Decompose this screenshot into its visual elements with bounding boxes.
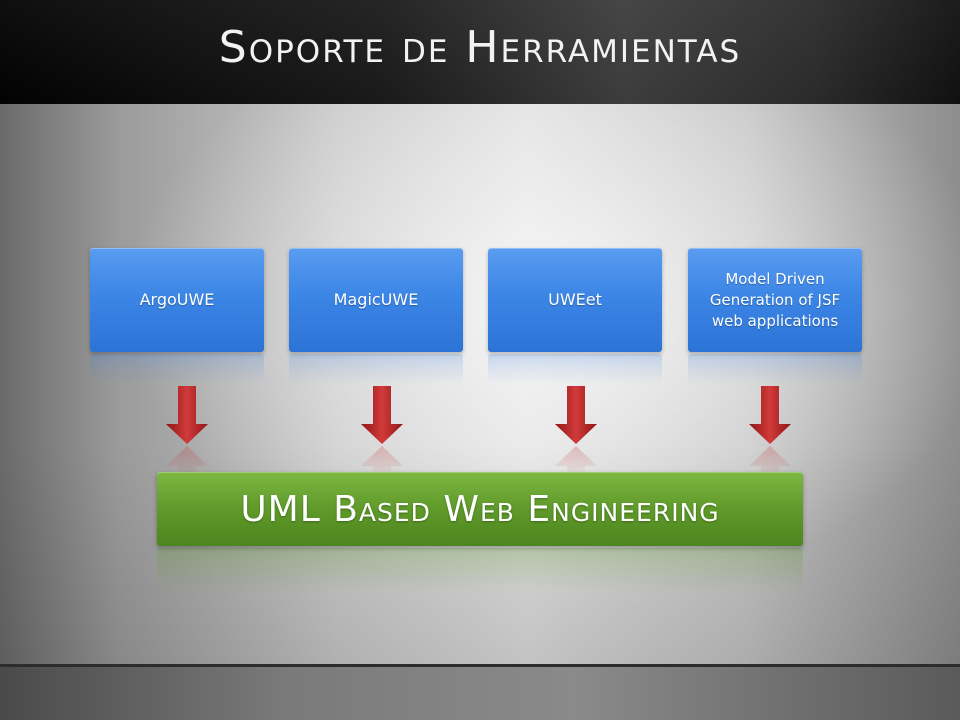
footer-bar <box>0 664 960 720</box>
tool-box-uweet: UWEet <box>488 248 662 384</box>
tool-box-jsf-generation: Model Driven Generation of JSF web appli… <box>688 248 862 384</box>
title-bar <box>0 0 960 104</box>
arrow-down-icon <box>361 386 403 478</box>
foundation-bar-uwe: UML Based Web Engineering <box>157 472 803 546</box>
tool-box-magicuwe: MagicUWE <box>289 248 463 384</box>
arrow-down-icon <box>166 386 208 478</box>
arrow-down-icon <box>555 386 597 478</box>
foundation-reflection <box>157 548 803 592</box>
arrow-down-icon <box>749 386 791 478</box>
slide-title: Soporte de Herramientas <box>218 22 742 73</box>
tool-box-argouwe: ArgoUWE <box>90 248 264 384</box>
